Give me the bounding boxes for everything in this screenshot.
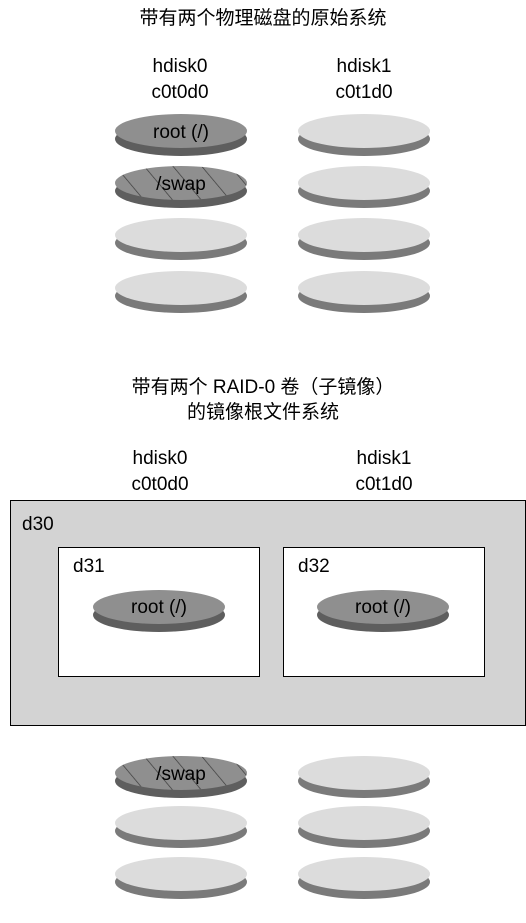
top-swap-label: /swap	[156, 174, 206, 195]
bottom-disk1-slice-3	[298, 857, 430, 899]
submirror-d32-label: d32	[298, 556, 330, 577]
bottom-section-title-line2: 的镜像根文件系统	[186, 402, 339, 423]
submirror-d31-root-slice	[93, 590, 225, 632]
top-disk0-id: c0t0d0	[151, 82, 209, 103]
top-disk0-slice-3	[115, 218, 247, 260]
top-disk0-slice-4	[115, 271, 247, 313]
top-disk1-id: c0t1d0	[335, 82, 393, 103]
mirror-label: d30	[22, 514, 54, 535]
bottom-disk0-name: hdisk0	[132, 448, 188, 469]
bottom-disk0-slice-3	[115, 857, 247, 899]
bottom-disk1-id: c0t1d0	[355, 474, 413, 495]
bottom-disk0-slice-2	[115, 806, 247, 848]
top-disk0-slice-swap	[115, 166, 247, 208]
submirror-d32-root-label: root (/)	[355, 597, 411, 618]
top-disk0-slice-root	[115, 114, 247, 156]
top-disk1-slice-1	[298, 114, 430, 156]
submirror-d31-label: d31	[73, 556, 105, 577]
top-disk0-name: hdisk0	[152, 56, 208, 77]
bottom-disk0-id: c0t0d0	[131, 474, 189, 495]
bottom-disk1-slice-2	[298, 806, 430, 848]
bottom-disk0-slice-swap	[115, 756, 247, 798]
top-disk1-slice-2	[298, 166, 430, 208]
bottom-disk1-name: hdisk1	[356, 448, 412, 469]
top-root-label: root (/)	[153, 122, 209, 143]
submirror-d31-root-label: root (/)	[131, 597, 187, 618]
top-disk1-slice-3	[298, 218, 430, 260]
top-section-title: 带有两个物理磁盘的原始系统	[139, 8, 387, 29]
top-disk1-name: hdisk1	[336, 56, 392, 77]
bottom-disk1-slice-1	[298, 756, 430, 798]
submirror-d32-root-slice	[317, 590, 449, 632]
bottom-swap-label: /swap	[156, 764, 206, 785]
top-disk1-slice-4	[298, 271, 430, 313]
bottom-section-title-line1: 带有两个 RAID-0 卷（子镜像）	[131, 377, 395, 398]
